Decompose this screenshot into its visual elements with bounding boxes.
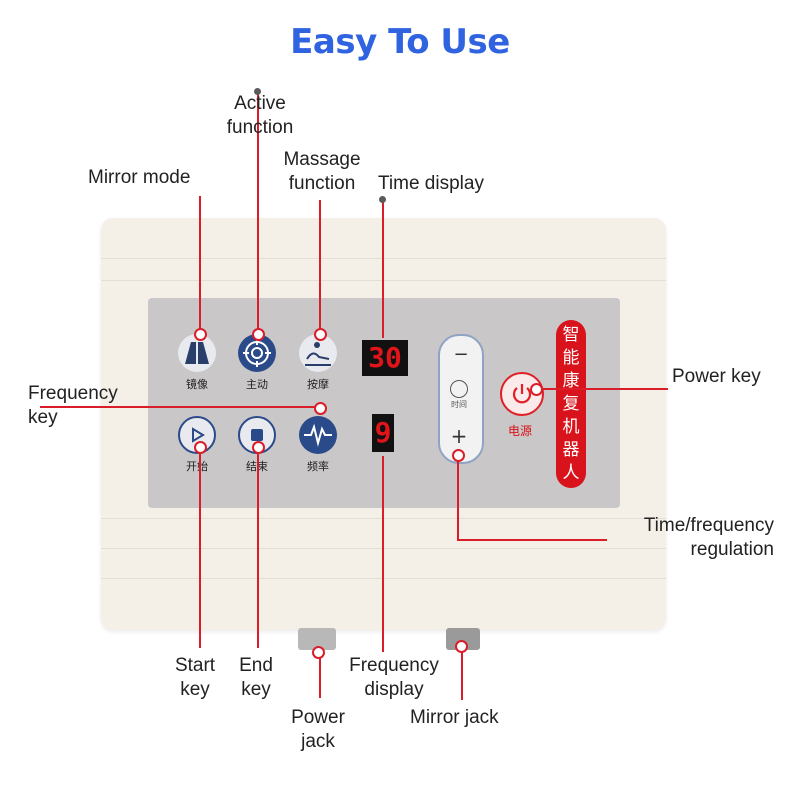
mirror-caption: 镜像 [186, 378, 208, 391]
callout-dot [530, 383, 543, 396]
power-caption: 电源 [507, 424, 532, 438]
power-icon [512, 384, 532, 404]
callout-dot [314, 402, 327, 415]
callout-line [457, 539, 607, 541]
frequency-button[interactable] [299, 416, 337, 454]
callout-line [257, 448, 259, 648]
clock-caption: 时间 [451, 400, 467, 409]
callout-line [457, 456, 459, 540]
label-end-key: End key [239, 655, 273, 700]
callout-dot [314, 328, 327, 341]
callout-line [382, 200, 384, 338]
brand-char: 人 [562, 462, 580, 483]
label-start-key: Start key [174, 655, 216, 700]
brand-char: 智 [562, 324, 580, 345]
label-time-frequency-regulation: Time/frequency regulation [643, 515, 774, 560]
label-active-function: Active function [226, 93, 294, 138]
callout-dot [455, 640, 468, 653]
mirror-icon [185, 342, 209, 364]
start-button[interactable] [178, 416, 216, 454]
control-panel [148, 298, 620, 508]
callout-dot [252, 441, 265, 454]
brand-char: 能 [562, 347, 580, 368]
waveform-icon [304, 423, 332, 447]
callout-line [40, 406, 320, 408]
start-caption: 开始 [186, 460, 208, 473]
callout-dot [312, 646, 325, 659]
minus-button[interactable]: − [453, 344, 469, 365]
brand-char: 复 [562, 393, 580, 414]
callout-line [257, 94, 259, 332]
plus-button[interactable]: + [450, 424, 468, 448]
active-function-button[interactable] [238, 334, 276, 372]
label-massage-function: Massage function [283, 149, 361, 194]
active-caption: 主动 [246, 378, 268, 391]
brand-char: 康 [562, 370, 580, 391]
brand-strip: 智 能 康 复 机 器 人 [556, 320, 586, 488]
time-frequency-regulator [438, 334, 484, 464]
callout-anchor [254, 88, 261, 95]
callout-dot [194, 328, 207, 341]
callout-anchor [379, 196, 386, 203]
callout-line [382, 456, 384, 652]
massage-icon [305, 342, 331, 366]
callout-dot [452, 449, 465, 462]
brand-char: 机 [562, 416, 580, 437]
label-time-display: Time display [378, 173, 484, 194]
frequency-display: 9 [372, 414, 394, 452]
massage-caption: 按摩 [307, 378, 329, 391]
power-jack [298, 628, 336, 650]
callout-dot [252, 328, 265, 341]
callout-line [319, 654, 321, 698]
label-frequency-display: Frequency display [349, 655, 439, 700]
label-power-key: Power key [672, 366, 761, 387]
active-target-icon [243, 339, 271, 367]
page-title: Easy To Use [290, 22, 510, 62]
mirror-jack [446, 628, 480, 650]
callout-line [461, 650, 463, 700]
stop-icon [251, 429, 263, 441]
clock-icon [450, 380, 468, 398]
time-display: 30 [362, 340, 408, 376]
label-frequency-key: Frequency key [28, 383, 118, 428]
massage-function-button[interactable] [299, 334, 337, 372]
label-power-jack: Power jack [291, 707, 345, 752]
callout-dot [194, 441, 207, 454]
callout-line [199, 448, 201, 648]
label-mirror-jack: Mirror jack [410, 707, 499, 728]
callout-line [319, 200, 321, 332]
play-icon [192, 427, 205, 443]
callout-line [199, 196, 201, 332]
frequency-caption: 频率 [307, 460, 329, 473]
callout-line [536, 388, 668, 390]
brand-char: 器 [562, 439, 580, 460]
label-mirror-mode: Mirror mode [88, 167, 191, 188]
